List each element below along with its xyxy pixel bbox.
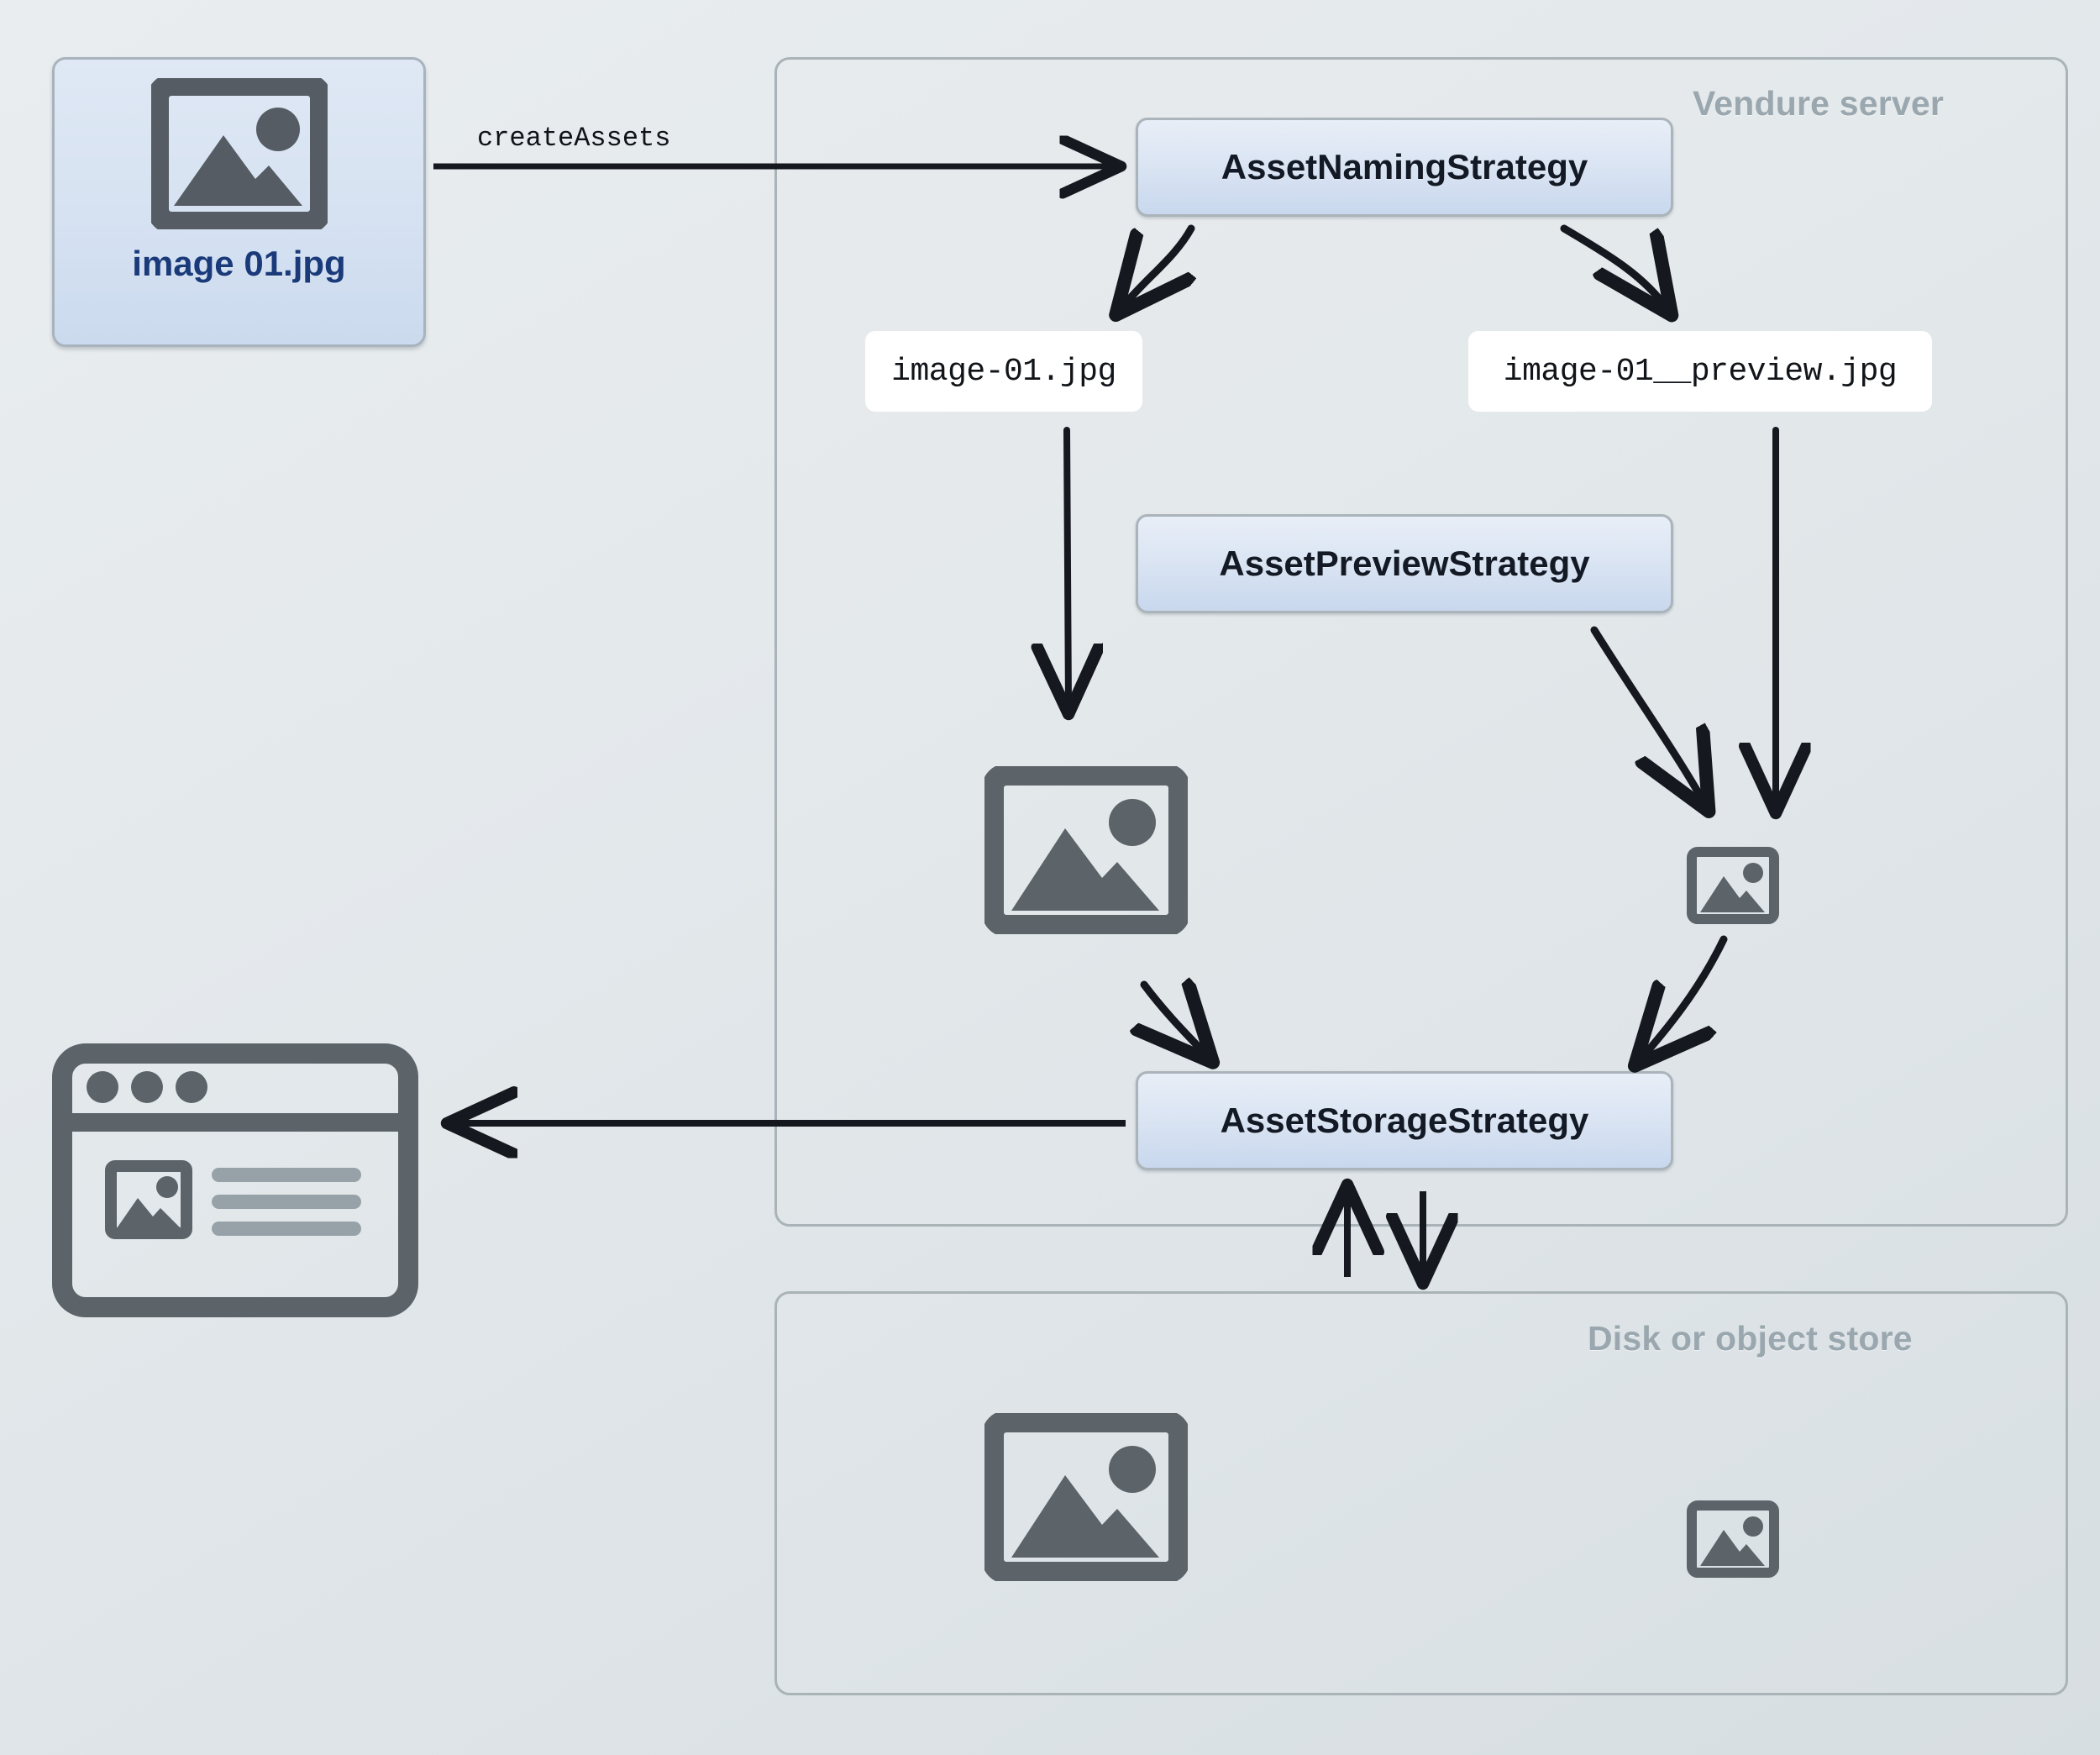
preview-image-icon <box>1687 847 1779 928</box>
asset-naming-strategy-box[interactable]: AssetNamingStrategy <box>1136 118 1673 217</box>
asset-storage-strategy-label: AssetStorageStrategy <box>1220 1101 1589 1140</box>
source-filename-chip: image-01.jpg <box>865 331 1142 412</box>
panel-vendure-server-label: Vendure server <box>1693 84 1945 123</box>
source-asset-card: image 01.jpg <box>52 57 426 347</box>
browser-dot-1 <box>87 1071 118 1103</box>
preview-filename-chip: image-01__preview.jpg <box>1468 331 1932 412</box>
browser-dot-3 <box>176 1071 207 1103</box>
preview-filename-label: image-01__preview.jpg <box>1503 353 1898 390</box>
stored-preview-image-icon <box>1687 1500 1779 1582</box>
source-image-icon <box>146 74 332 234</box>
browser-dot-2 <box>131 1071 163 1103</box>
stored-full-image-icon <box>982 1411 1190 1585</box>
asset-storage-strategy-box[interactable]: AssetStorageStrategy <box>1136 1071 1673 1170</box>
browser-window-icon <box>50 1042 420 1323</box>
source-filename-label: image-01.jpg <box>891 353 1116 390</box>
full-image-icon <box>982 764 1190 938</box>
panel-disk-or-object-store-label: Disk or object store <box>1588 1319 1913 1358</box>
asset-preview-strategy-label: AssetPreviewStrategy <box>1219 544 1590 583</box>
panel-vendure-server <box>774 57 2068 1227</box>
asset-naming-strategy-label: AssetNamingStrategy <box>1221 147 1588 187</box>
source-asset-label: image 01.jpg <box>132 244 346 283</box>
asset-preview-strategy-box[interactable]: AssetPreviewStrategy <box>1136 514 1673 613</box>
create-assets-edge-label: createAssets <box>477 123 671 154</box>
